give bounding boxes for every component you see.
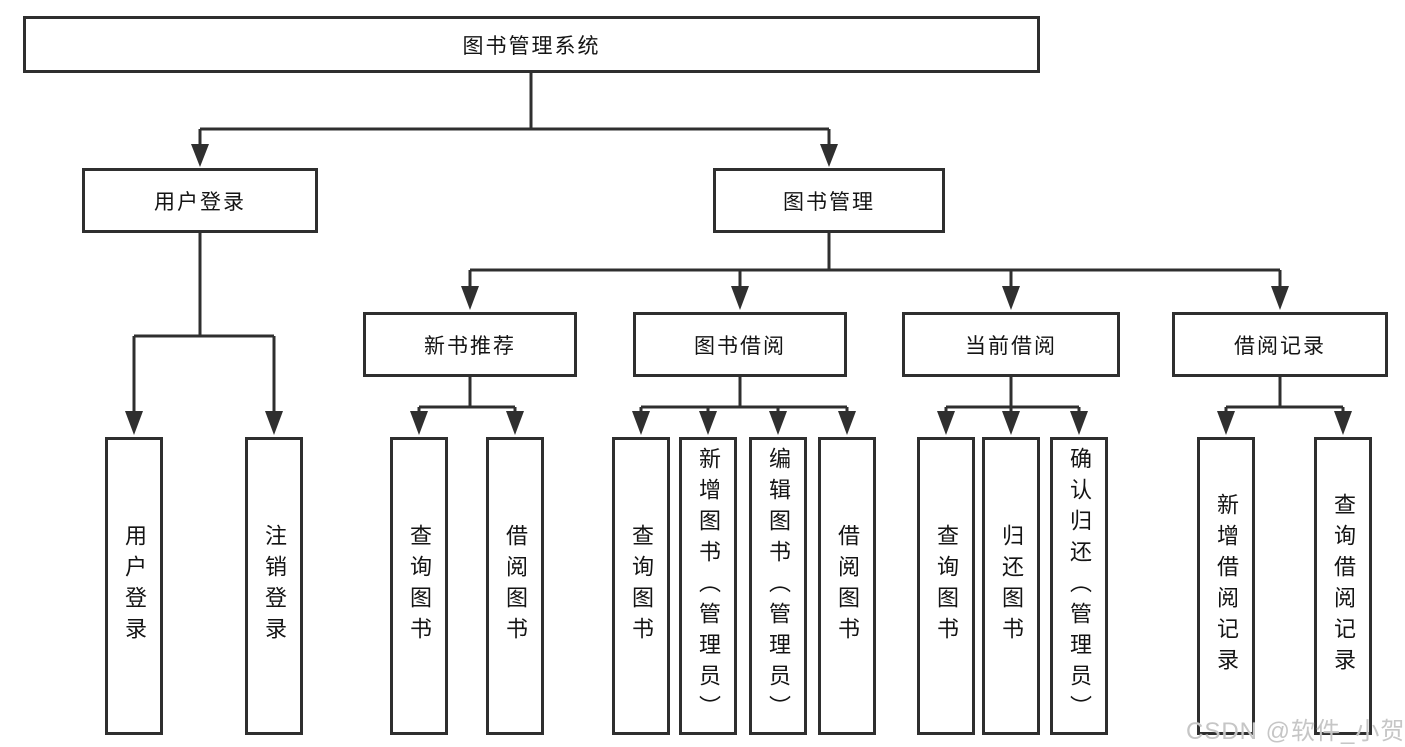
leaf-add-borrow-record: 新增借阅记录	[1197, 437, 1255, 735]
node-user-login: 用户登录	[82, 168, 318, 233]
node-library-system: 图书管理系统	[23, 16, 1040, 73]
csdn-watermark: CSDN @软件_小贺同学	[1186, 718, 1405, 745]
node-label: 查询图书	[934, 524, 959, 648]
leaf-query-book-recommend: 查询图书	[390, 437, 448, 735]
node-label: 借阅图书	[835, 524, 860, 648]
node-label: 确认归还（管理员）	[1067, 446, 1092, 726]
node-label: 查询图书	[629, 524, 654, 648]
node-label: 图书管理系统	[462, 34, 601, 58]
node-label: 查询借阅记录	[1331, 493, 1356, 679]
node-label: 用户登录	[122, 524, 147, 648]
leaf-query-book-current: 查询图书	[917, 437, 975, 735]
node-label: 归还图书	[999, 524, 1024, 648]
node-label: 图书借阅	[694, 334, 786, 358]
leaf-query-book-borrow: 查询图书	[612, 437, 670, 735]
node-book-borrow: 图书借阅	[633, 312, 847, 377]
node-label: 新增图书（管理员）	[696, 446, 721, 726]
leaf-edit-book-admin: 编辑图书（管理员）	[749, 437, 807, 735]
leaf-confirm-return-admin: 确认归还（管理员）	[1050, 437, 1108, 735]
node-label: 当前借阅	[965, 334, 1057, 358]
node-label: 用户登录	[154, 190, 246, 214]
node-current-borrow: 当前借阅	[902, 312, 1120, 377]
leaf-add-book-admin: 新增图书（管理员）	[679, 437, 737, 735]
leaf-return-book: 归还图书	[982, 437, 1040, 735]
node-label: 查询图书	[407, 524, 432, 648]
leaf-borrow-book: 借阅图书	[818, 437, 876, 735]
node-borrow-record: 借阅记录	[1172, 312, 1388, 377]
node-new-book-recommend: 新书推荐	[363, 312, 577, 377]
node-label: 新书推荐	[424, 334, 516, 358]
leaf-borrow-book-recommend: 借阅图书	[486, 437, 544, 735]
node-label: 借阅图书	[503, 524, 528, 648]
node-label: 编辑图书（管理员）	[766, 446, 791, 726]
leaf-user-login: 用户登录	[105, 437, 163, 735]
node-book-management: 图书管理	[713, 168, 945, 233]
node-label: 注销登录	[262, 524, 287, 648]
leaf-logout: 注销登录	[245, 437, 303, 735]
leaf-query-borrow-record: 查询借阅记录	[1314, 437, 1372, 735]
node-label: 新增借阅记录	[1214, 493, 1239, 679]
node-label: 图书管理	[783, 190, 875, 214]
node-label: 借阅记录	[1234, 334, 1326, 358]
